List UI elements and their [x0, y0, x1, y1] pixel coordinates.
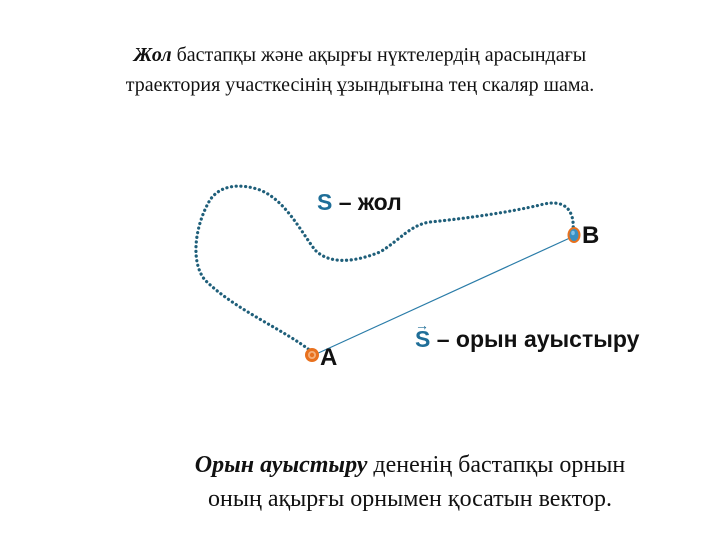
trajectory-path: [194, 184, 575, 354]
displacement-definition-line-1: Орын ауыстыру дененің бастапқы орнын: [194, 452, 626, 478]
displacement-term: Орын ауыстыру: [194, 452, 368, 478]
displacement-definition-line-2: оның ақырғы орнымен қосатын вектор.: [208, 486, 612, 512]
displacement-vector-symbol: →S: [415, 317, 431, 352]
path-definition-line-1: Жол бастапқы және ақырғы нүктелердің ара…: [133, 44, 587, 66]
path-label: S – жол: [317, 189, 402, 215]
point-b-marker: [567, 227, 581, 243]
point-a-marker: [305, 348, 319, 362]
path-definition: Жол бастапқы және ақырғы нүктелердің ара…: [40, 40, 680, 100]
vector-arrow-icon: →: [415, 317, 429, 333]
path-term: Жол: [133, 44, 172, 66]
path-definition-line-2: траектория участкесінің ұзындығына тең с…: [125, 74, 595, 96]
displacement-vector-line: [313, 236, 573, 356]
displacement-definition: Орын ауыстыру дененің бастапқы орнын оны…: [130, 448, 690, 516]
path-symbol: S: [317, 189, 333, 215]
displacement-label: →S – орын ауыстыру: [415, 317, 640, 352]
point-a-label: A: [320, 344, 338, 371]
point-b-label: B: [582, 222, 600, 249]
